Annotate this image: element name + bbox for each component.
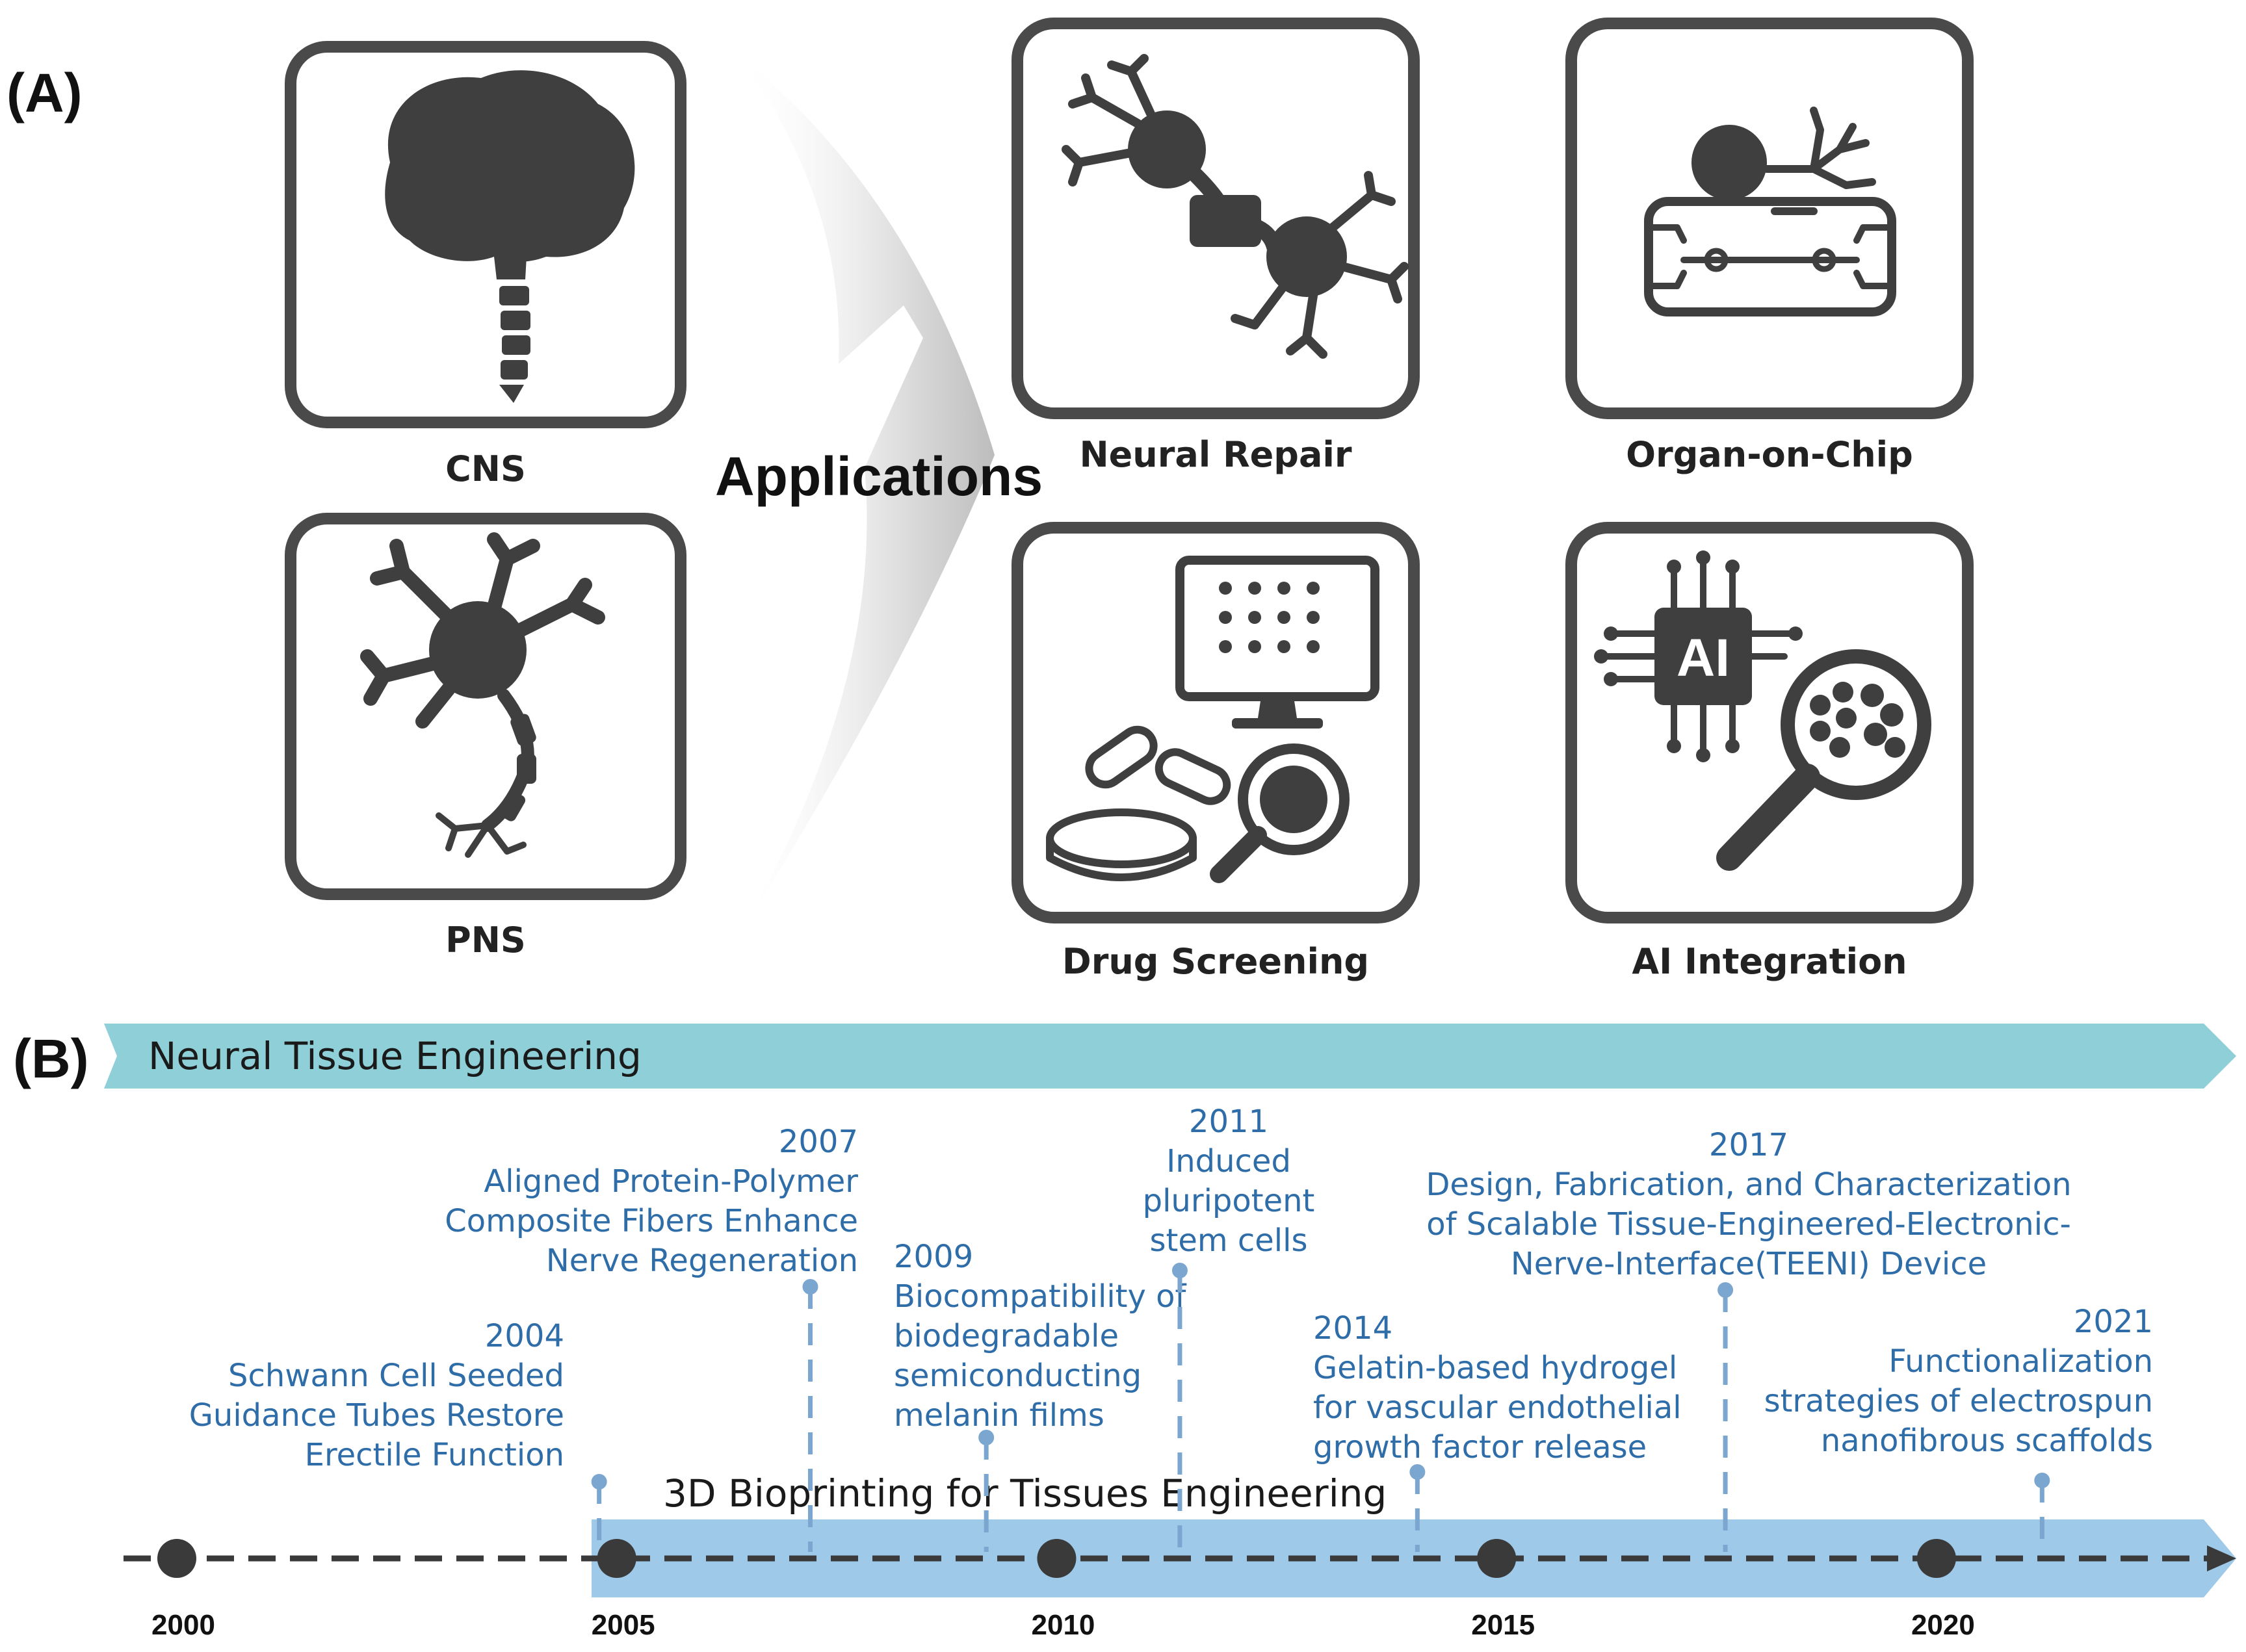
panel-a-label: (A): [7, 62, 83, 123]
organ-on-chip-card: [1565, 18, 1974, 419]
event-marker: [802, 1279, 818, 1295]
panel-b-label: (B): [13, 1028, 89, 1089]
applications-label: Applications: [715, 446, 1043, 507]
event-marker: [1171, 1263, 1188, 1278]
neuron-repair-icon: [1062, 54, 1409, 359]
event-text-line: growth factor release: [1313, 1429, 1647, 1465]
neural-repair-label: Neural Repair: [1079, 434, 1352, 475]
event-year: 2004: [485, 1318, 564, 1354]
timeline-node-2005: [597, 1539, 636, 1578]
organ-chip-icon: [1644, 107, 1896, 316]
tick-label-2015: 2015: [1471, 1609, 1535, 1641]
event-text-line: Erectile Function: [305, 1437, 564, 1473]
tick-label-2000: 2000: [151, 1609, 215, 1641]
event-text-line: Nerve Regeneration: [546, 1243, 858, 1279]
event-text-line: pluripotent: [1143, 1183, 1315, 1219]
event-text-line: melanin films: [894, 1397, 1104, 1434]
event-text-line: strategies of electrospun: [1764, 1383, 2153, 1419]
neural-tissue-engineering-banner: [104, 1024, 2236, 1089]
event-text-line: Guidance Tubes Restore: [189, 1397, 564, 1434]
event-year: 2011: [1189, 1103, 1268, 1140]
event-text-line: Biocompatibility of: [894, 1278, 1187, 1315]
event-marker: [1717, 1282, 1734, 1298]
tick-label-2010: 2010: [1032, 1609, 1095, 1641]
event-year: 2021: [2074, 1304, 2153, 1340]
timeline-node-2000: [157, 1539, 196, 1578]
pns-label: PNS: [445, 920, 526, 961]
event-text-line: Aligned Protein-Polymer: [484, 1163, 858, 1200]
event-text-line: for vascular endothelial: [1313, 1389, 1682, 1426]
event-text-line: stem cells: [1150, 1222, 1308, 1259]
timeline-node-2015: [1477, 1539, 1517, 1578]
organ-on-chip-label: Organ-on-Chip: [1626, 434, 1913, 475]
event-year: 2009: [894, 1239, 973, 1275]
drug-screening-icon: [1046, 556, 1379, 883]
timeline-node-2020: [1916, 1539, 1956, 1578]
ai-magnifier-icon: AI: [1594, 550, 1931, 871]
event-text-line: Composite Fibers Enhance: [445, 1203, 858, 1239]
event-text-line: semiconducting: [894, 1358, 1142, 1394]
event-year: 2007: [779, 1124, 858, 1160]
tick-label-2020: 2020: [1911, 1609, 1975, 1641]
brain-spinal-cord-icon: [385, 70, 635, 403]
ai-integration-label: AI Integration: [1632, 941, 1907, 982]
timeline-node-2010: [1037, 1539, 1077, 1578]
neuron-icon: [360, 532, 605, 858]
timeline-ticks: 2000 2005 2010 2015 2020: [151, 1539, 1975, 1641]
event-marker: [591, 1474, 607, 1490]
event-text-line: Nerve-Interface(TEENI) Device: [1511, 1246, 1987, 1282]
drug-screening-label: Drug Screening: [1062, 941, 1369, 982]
event-year: 2017: [1709, 1127, 1788, 1163]
event-year: 2014: [1313, 1310, 1392, 1347]
bioprinting-label: 3D Bioprinting for Tissues Engineering: [663, 1471, 1387, 1516]
event-text-line: Schwann Cell Seeded: [228, 1358, 564, 1394]
event-text-line: Design, Fabrication, and Characterizatio…: [1426, 1167, 2071, 1203]
drug-screening-card: [1012, 522, 1420, 923]
event-text-line: Gelatin-based hydrogel: [1313, 1350, 1677, 1386]
pns-card: [285, 513, 686, 900]
cns-card: [285, 41, 686, 428]
event-text-line: Functionalization: [1888, 1343, 2153, 1380]
event-marker: [2034, 1473, 2050, 1488]
neural-repair-card: [1012, 18, 1420, 419]
svg-text:AI: AI: [1677, 628, 1730, 688]
applications-arrow: [735, 52, 995, 942]
event-text-line: Induced: [1166, 1143, 1291, 1180]
event-text-line: biodegradable: [894, 1318, 1119, 1354]
event-text-line: nanofibrous scaffolds: [1821, 1423, 2153, 1459]
timeline-arrowhead: [2207, 1545, 2236, 1571]
cns-label: CNS: [445, 448, 526, 489]
event-marker: [978, 1430, 995, 1445]
tick-label-2005: 2005: [592, 1609, 655, 1641]
neural-tissue-engineering-label: Neural Tissue Engineering: [148, 1034, 642, 1078]
event-marker: [1409, 1464, 1426, 1480]
event-text-line: of Scalable Tissue-Engineered-Electronic…: [1426, 1206, 2071, 1243]
ai-integration-card: AI: [1565, 522, 1974, 923]
